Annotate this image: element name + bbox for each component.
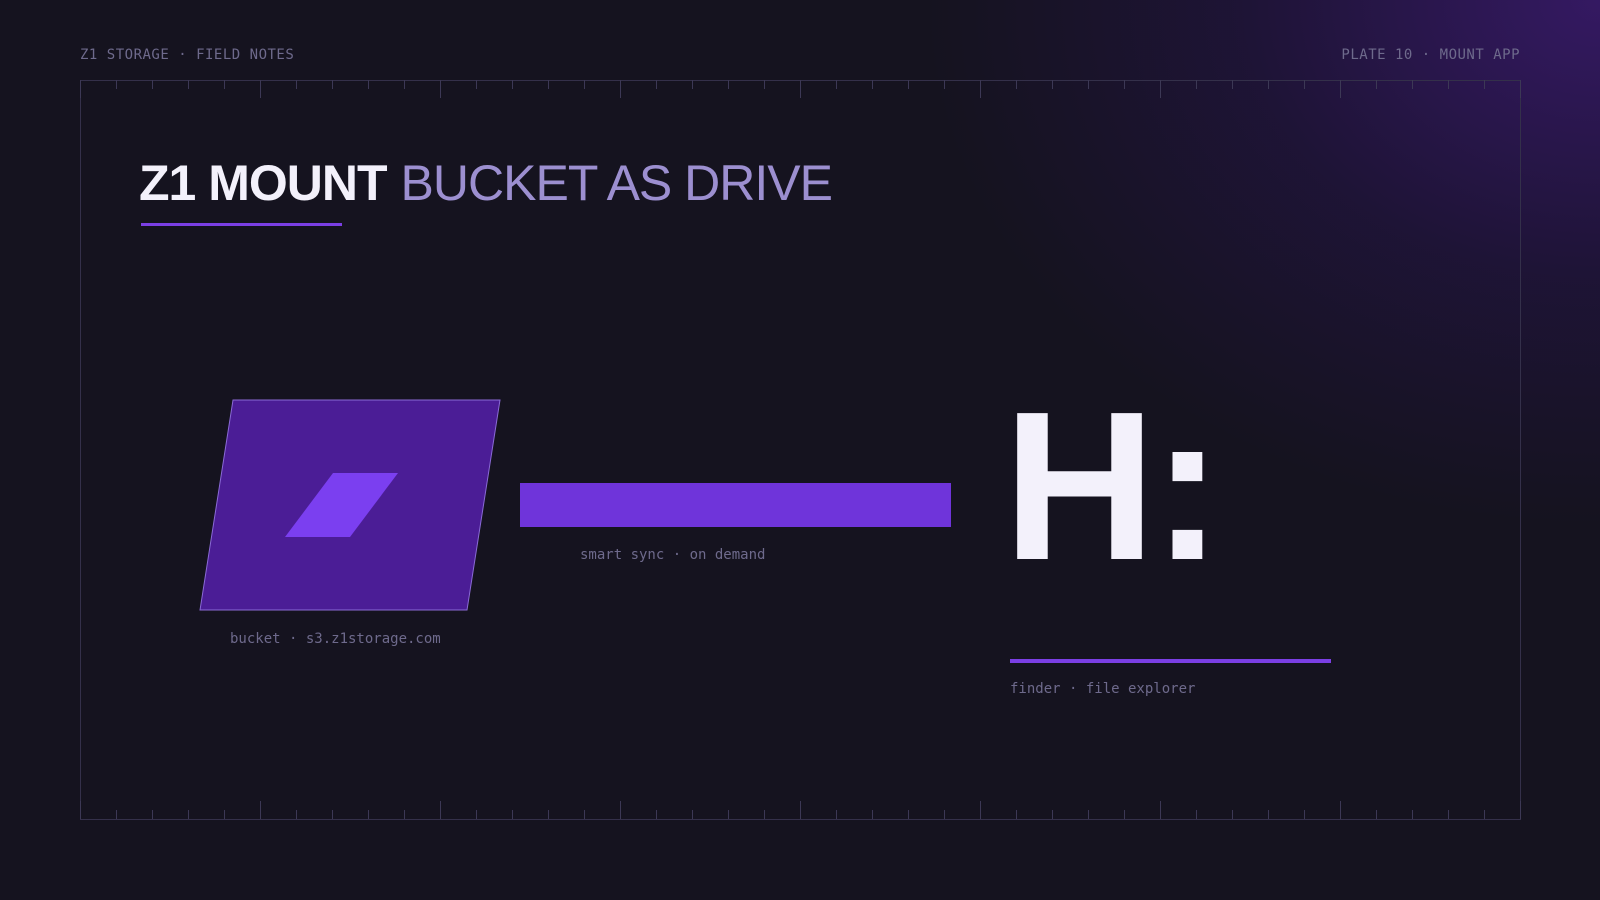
title-strong: Z1 MOUNT [139,155,388,211]
header-left-label: Z1 STORAGE · FIELD NOTES [80,47,295,63]
bucket-caption: bucket · s3.z1storage.com [230,631,441,647]
title-underline [141,223,342,226]
sync-caption: smart sync · on demand [580,547,766,563]
drive-underline [1010,659,1331,663]
drive-letter: H: [1003,367,1223,604]
title-light: BUCKET AS DRIVE [400,155,833,211]
drive-caption: finder · file explorer [1010,681,1196,697]
sync-connector-bar [520,483,951,527]
header-right-label: PLATE 10 · MOUNT APP [1341,47,1520,63]
frame-ticks [80,80,1521,819]
bucket-inner-mark [285,473,398,537]
